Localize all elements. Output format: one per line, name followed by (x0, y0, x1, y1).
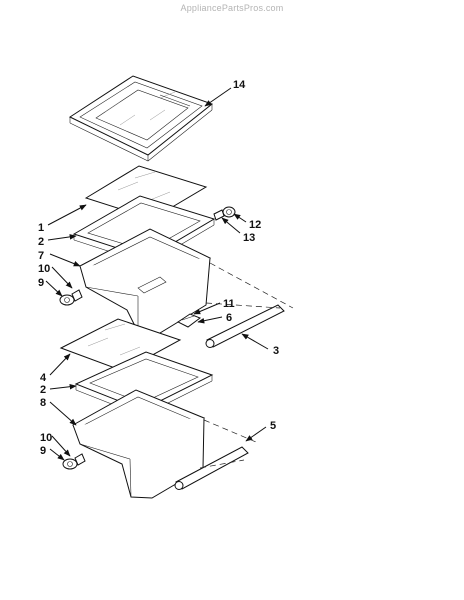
callout-8: 8 (40, 397, 46, 409)
callout-9-lower: 9 (40, 445, 46, 457)
callout-7: 7 (38, 250, 44, 262)
callout-6: 6 (226, 312, 232, 324)
callout-11: 11 (223, 298, 235, 310)
callout-9-upper: 9 (38, 277, 44, 289)
crisper-cover-glass-lower (59, 318, 182, 372)
support-rail-lower (174, 446, 249, 490)
crisper-drawer-lower (71, 389, 206, 499)
callout-2-upper: 2 (38, 236, 44, 248)
callout-leaders (45, 87, 269, 461)
callout-10-upper: 10 (38, 263, 50, 275)
callout-4: 4 (40, 372, 47, 384)
callout-13: 13 (243, 232, 255, 244)
callout-2-lower: 2 (40, 384, 46, 396)
drawer-glide-right (213, 206, 236, 221)
callout-1: 1 (38, 222, 44, 234)
watermark: AppliancePartsPros.com (180, 3, 284, 13)
drawer-glide-left-lower (62, 453, 86, 470)
callout-14: 14 (233, 79, 246, 91)
callout-5: 5 (270, 420, 276, 432)
support-rail-upper (205, 304, 285, 348)
callout-3: 3 (273, 345, 279, 357)
crisper-drawer-upper (78, 228, 212, 334)
drawer-glide-left-upper (59, 289, 83, 306)
callout-10-lower: 10 (40, 432, 52, 444)
callout-12: 12 (249, 219, 261, 231)
top-shelf-assembly (68, 75, 214, 162)
